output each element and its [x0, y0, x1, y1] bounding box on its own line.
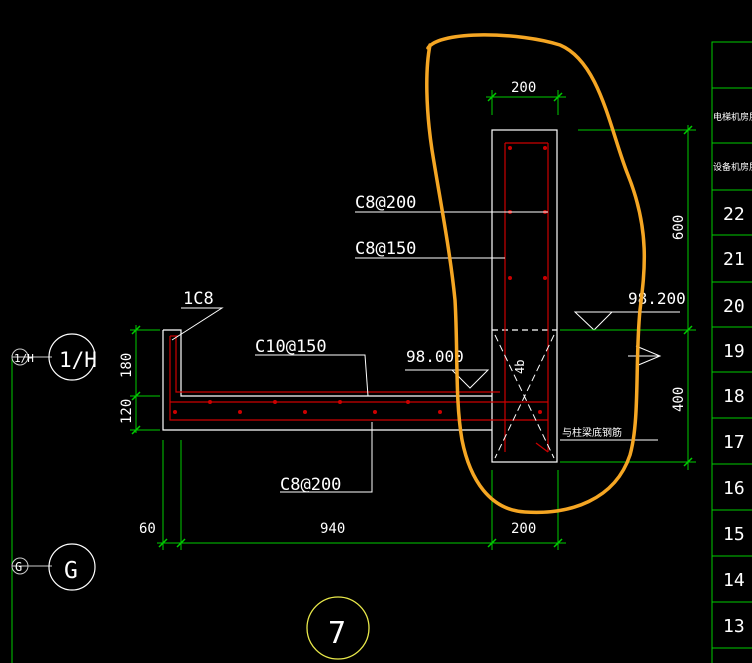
label-slab-top-rebar: C10@150 — [255, 337, 327, 357]
table-row-label: 16 F — [723, 478, 752, 499]
grid-bubble-g-small: G — [11, 557, 29, 575]
svg-text:1/H: 1/H — [14, 352, 34, 365]
svg-text:G: G — [15, 560, 22, 574]
dim-slab-thickness: 180 — [119, 353, 135, 378]
dim-bottom-width: 200 — [511, 521, 536, 537]
dim-lower-height: 400 — [671, 387, 687, 412]
leader-lines — [171, 211, 680, 493]
dim-slab-length: 940 — [320, 521, 345, 537]
table-rows: 22 F 21 F 20 F 19 F 18 F 17 F 16 F 15 F 14 F 13 F — [723, 204, 752, 637]
rebar-group — [169, 142, 549, 453]
table-row-label: 22 F — [723, 204, 752, 225]
label-slab-bottom-rebar: C8@200 — [280, 475, 341, 495]
dim-top-width: 200 — [511, 80, 536, 96]
label-elevation-lower: 98.000 — [406, 347, 464, 366]
table-header-label-1: 电梯机房层 — [713, 111, 752, 123]
svg-text:7: 7 — [328, 616, 346, 651]
table-row-label: 15 F — [723, 524, 752, 545]
table-row-label: 14 F — [723, 570, 752, 591]
dim-slab-bottom: 120 — [119, 399, 135, 424]
highlight-annotation — [425, 33, 647, 515]
table-row-label: 17 F — [723, 432, 752, 453]
svg-text:G: G — [64, 558, 78, 584]
label-wall-vertical-rebar: C8@200 — [355, 193, 416, 213]
label-wall-horizontal-rebar: C8@150 — [355, 239, 416, 259]
grid-bubble-g-large: G — [48, 543, 96, 591]
table-header-label-2: 设备机房层 — [713, 161, 752, 173]
dim-wall-height: 600 — [671, 215, 687, 240]
grid-bubble-h-small: 1/H — [11, 348, 34, 366]
elevation-marks — [450, 311, 662, 389]
label-corner-bar: 1C8 — [183, 289, 214, 309]
svg-text:1/H: 1/H — [59, 348, 97, 372]
beam-section-mark — [494, 334, 555, 459]
grid-axis-group: 1/H 1/H G G — [11, 333, 97, 663]
dimension-ticks — [131, 92, 693, 548]
detail-bubble: 7 — [306, 596, 370, 660]
label-note: 与柱梁底钢筋 — [562, 426, 622, 439]
label-elevation-upper: 98.200 — [628, 289, 686, 308]
dimension-lines — [130, 90, 696, 550]
rebar-dots — [173, 146, 547, 414]
table-row-label: 19 F — [723, 341, 752, 362]
table-row-label: 18 F — [723, 386, 752, 407]
dim-left-offset: 60 — [139, 521, 156, 537]
table-row-label: 20 F — [723, 296, 752, 317]
concrete-outline — [162, 129, 558, 463]
table-row-label: 21 F — [723, 249, 752, 270]
section-mark-text: 4b — [513, 360, 527, 374]
grid-bubble-h-large: 1/H — [48, 333, 97, 381]
floor-table — [711, 41, 752, 663]
table-row-label: 13 F — [723, 616, 752, 637]
